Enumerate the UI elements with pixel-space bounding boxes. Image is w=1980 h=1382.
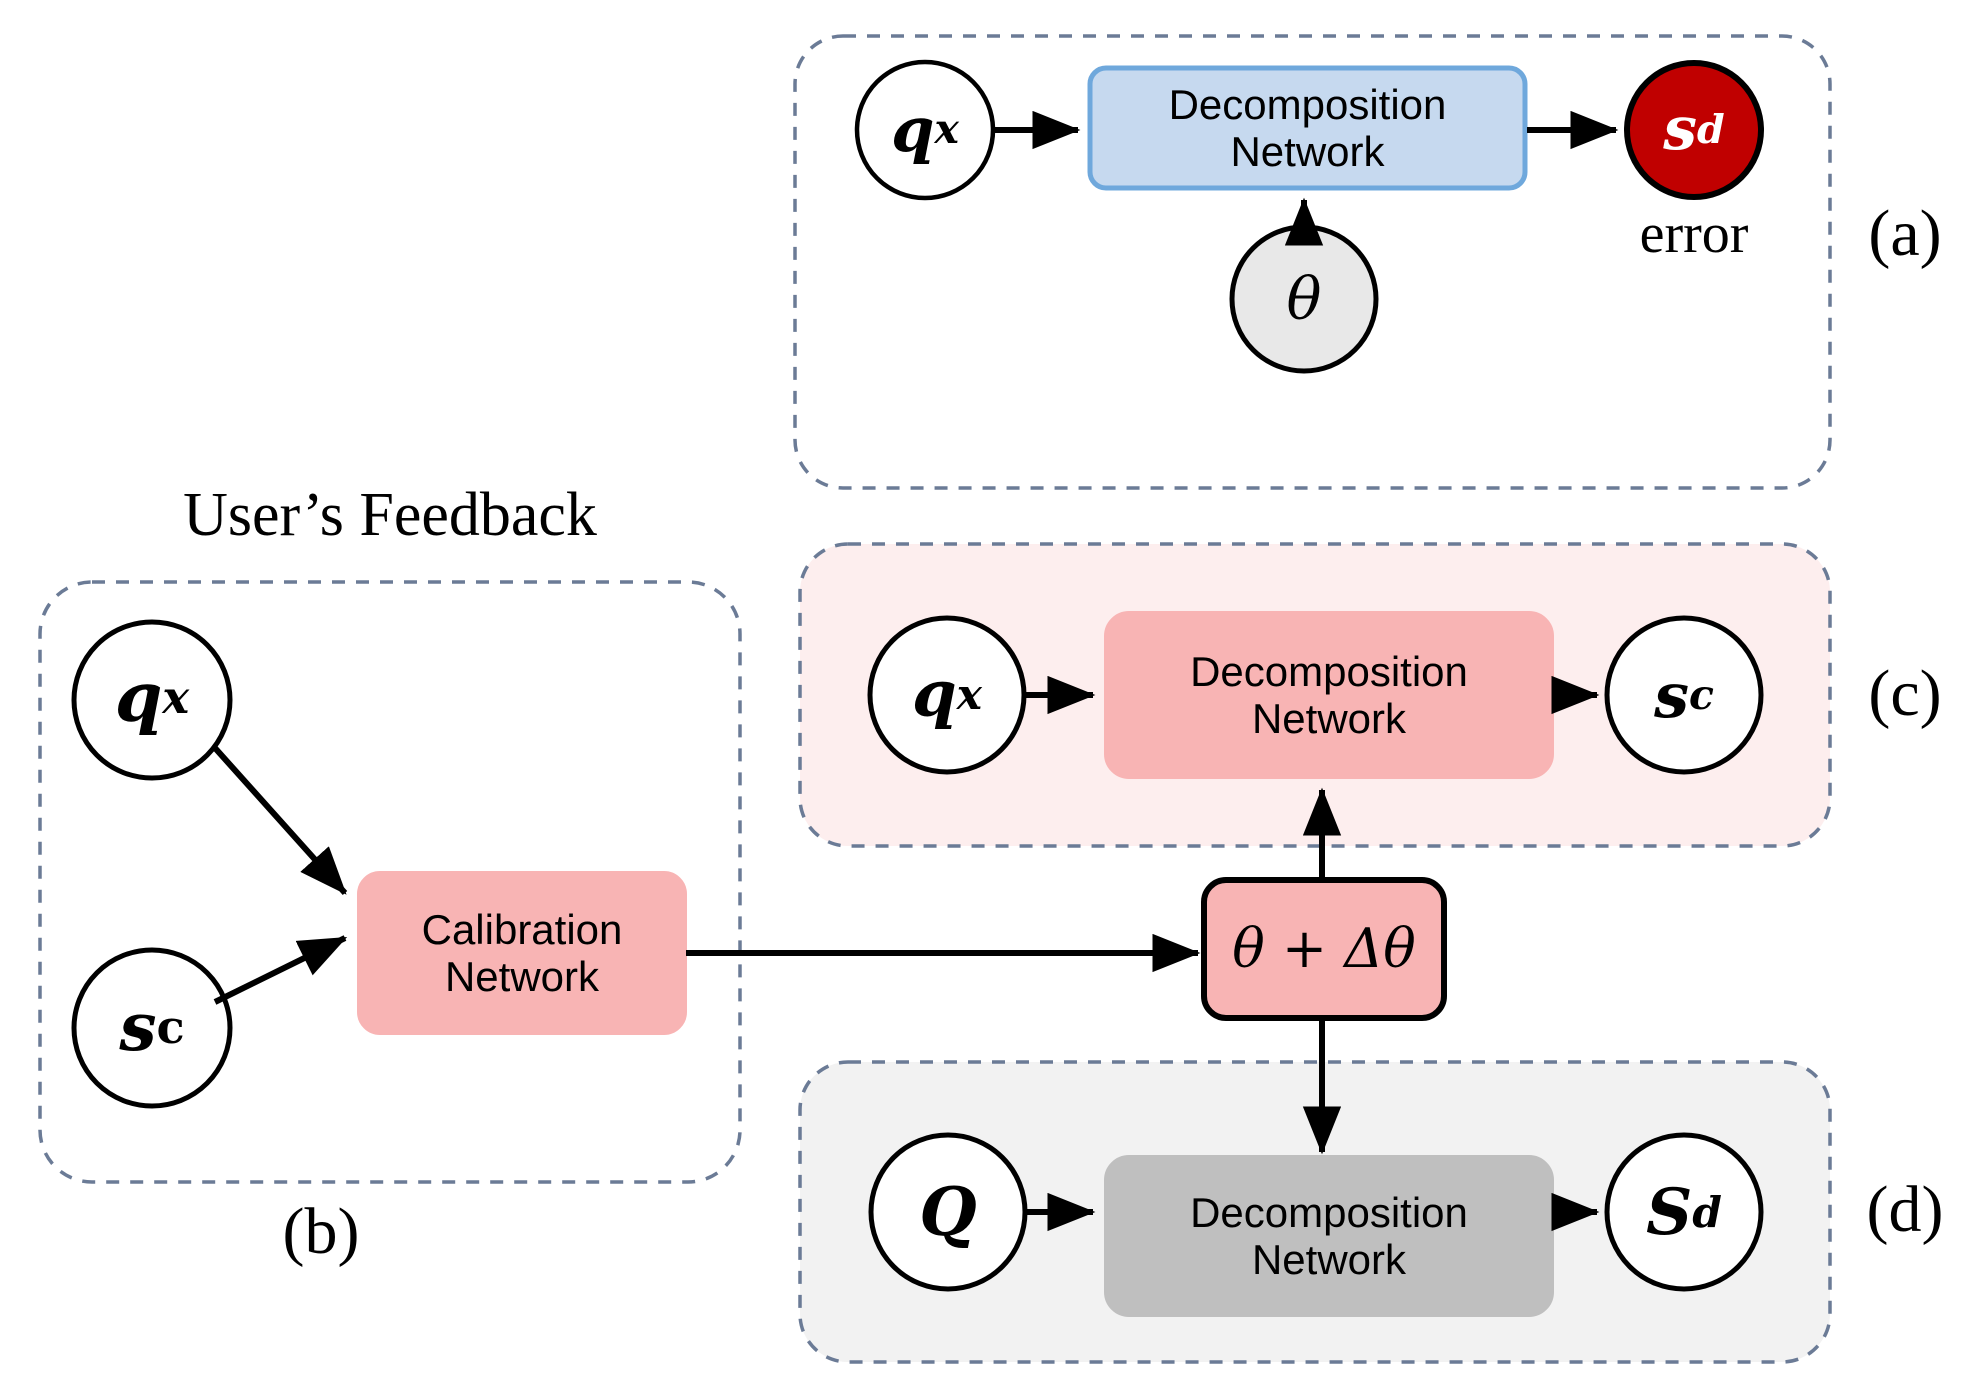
node-sc-b: [71, 947, 233, 1109]
box-calibration-b: [357, 871, 687, 1035]
box-decomposition-c: [1104, 611, 1554, 779]
node-theta-a: [1229, 224, 1379, 374]
node-sc-c: [1604, 615, 1764, 775]
box-decomposition-d: [1104, 1155, 1554, 1317]
panel-d-label: (d): [1866, 1173, 1944, 1247]
box-decomposition-a: [1087, 65, 1528, 191]
arrow-sc-to-calibration-b: [213, 935, 348, 1005]
box-theta-delta-label: θ + Δθ: [1232, 916, 1416, 980]
node-qx-a: [854, 59, 996, 201]
panel-c-label: (c): [1868, 657, 1942, 731]
node-qx-b: [71, 619, 233, 781]
node-Q-d: [868, 1132, 1028, 1292]
arrow-qx-to-calibration-b: [212, 745, 348, 896]
panel-b-container: [38, 580, 742, 1184]
panel-d-container: [798, 1060, 1832, 1364]
box-theta-delta: [1201, 877, 1447, 1021]
node-qx-circle-c: [867, 615, 1027, 775]
error-annotation-a: error: [1639, 202, 1749, 265]
node-Sd-d: [1604, 1132, 1764, 1292]
panel-a-label: (a): [1868, 197, 1942, 271]
node-sd-a: [1624, 60, 1764, 200]
panel-b-label: (b): [282, 1195, 360, 1269]
panel-c-container: [798, 542, 1832, 848]
panel-a-container: [793, 34, 1832, 490]
node-Q-d-label: Q: [919, 1173, 977, 1252]
users-feedback-title: User’s Feedback: [183, 481, 597, 550]
node-theta-a-label: θ: [1286, 264, 1322, 333]
